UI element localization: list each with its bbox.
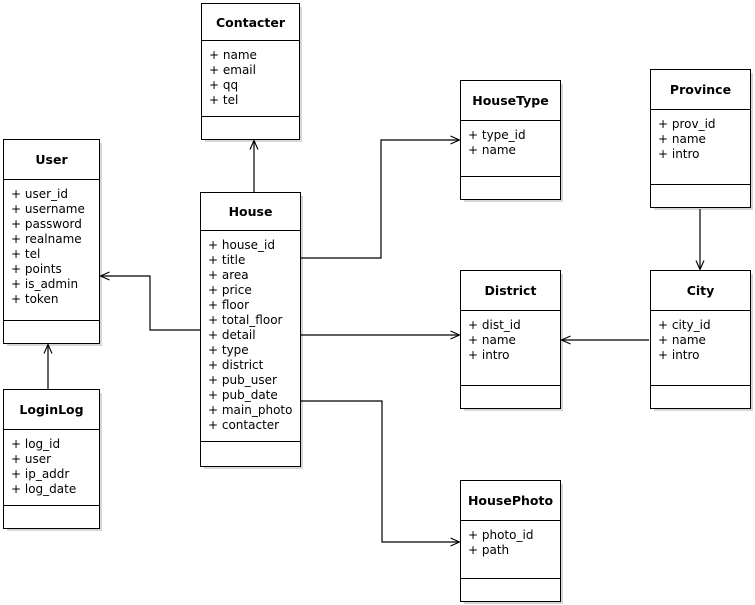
uml-class-housetype[interactable]: HouseType+ type_id+ name <box>460 80 561 200</box>
attribute-row: + detail <box>208 328 256 342</box>
uml-class-house[interactable]: House+ house_id+ title+ area+ price+ flo… <box>200 192 301 467</box>
attribute-row: + title <box>208 253 246 267</box>
operation-compartment-housetype <box>461 177 560 199</box>
operation-compartment-house <box>201 442 300 466</box>
class-name-user: User <box>4 140 99 180</box>
relationship-house-to-housetype[interactable] <box>301 135 461 259</box>
attribute-compartment-housetype: + type_id+ name <box>461 121 560 177</box>
attribute-row: + main_photo <box>208 403 293 417</box>
attribute-row: + realname <box>11 232 82 246</box>
attribute-row: + photo_id <box>468 528 534 542</box>
attribute-row: + token <box>11 292 59 306</box>
attribute-row: + district <box>208 358 264 372</box>
attribute-compartment-user: + user_id+ username+ password+ realname+… <box>4 180 99 321</box>
attribute-row: + log_id <box>11 437 61 451</box>
attribute-row: + prov_id <box>658 117 716 131</box>
class-name-district: District <box>461 271 560 311</box>
attribute-row: + password <box>11 217 82 231</box>
class-name-loginlog: LoginLog <box>4 390 99 430</box>
uml-class-province[interactable]: Province+ prov_id+ name+ intro <box>650 69 751 208</box>
attribute-row: + pub_date <box>208 388 278 402</box>
attribute-row: + price <box>208 283 252 297</box>
attribute-row: + name <box>658 333 706 347</box>
attribute-row: + intro <box>658 147 700 161</box>
class-name-city: City <box>651 271 750 311</box>
attribute-row: + contacter <box>208 418 280 432</box>
attribute-row: + house_id <box>208 238 276 252</box>
operation-compartment-province <box>651 185 750 207</box>
attribute-row: + user_id <box>11 187 68 201</box>
uml-class-housephoto[interactable]: HousePhoto+ photo_id+ path <box>460 480 561 602</box>
attribute-compartment-house: + house_id+ title+ area+ price+ floor+ t… <box>201 231 300 442</box>
operation-compartment-contacter <box>202 117 299 139</box>
attribute-row: + qq <box>209 78 239 92</box>
operation-compartment-housephoto <box>461 579 560 601</box>
attribute-row: + username <box>11 202 85 216</box>
attribute-row: + email <box>209 63 256 77</box>
attribute-row: + is_admin <box>11 277 79 291</box>
attribute-row: + ip_addr <box>11 467 70 481</box>
attribute-row: + tel <box>11 247 41 261</box>
attribute-compartment-loginlog: + log_id+ user+ ip_addr+ log_date <box>4 430 99 506</box>
operation-compartment-user <box>4 321 99 343</box>
relationship-edges <box>43 135 705 547</box>
uml-class-district[interactable]: District+ dist_id+ name+ intro <box>460 270 561 409</box>
attribute-row: + user <box>11 452 52 466</box>
attribute-row: + tel <box>209 93 239 107</box>
class-name-housetype: HouseType <box>461 81 560 121</box>
relationship-house-to-user[interactable] <box>99 271 200 331</box>
attribute-compartment-district: + dist_id+ name+ intro <box>461 311 560 386</box>
attribute-row: + city_id <box>658 318 711 332</box>
attribute-row: + intro <box>658 348 700 362</box>
attribute-compartment-contacter: + name+ email+ qq+ tel <box>202 41 299 117</box>
uml-class-contacter[interactable]: Contacter+ name+ email+ qq+ tel <box>201 3 300 140</box>
uml-class-user[interactable]: User+ user_id+ username+ password+ realn… <box>3 139 100 344</box>
operation-compartment-city <box>651 386 750 408</box>
attribute-row: + dist_id <box>468 318 521 332</box>
attribute-row: + pub_user <box>208 373 277 387</box>
class-name-housephoto: HousePhoto <box>461 481 560 521</box>
attribute-row: + path <box>468 543 510 557</box>
attribute-row: + type <box>208 343 249 357</box>
attribute-row: + total_floor <box>208 313 283 327</box>
attribute-row: + type_id <box>468 128 526 142</box>
attribute-compartment-housephoto: + photo_id+ path <box>461 521 560 579</box>
attribute-row: + intro <box>468 348 510 362</box>
attribute-row: + points <box>11 262 62 276</box>
attribute-compartment-city: + city_id+ name+ intro <box>651 311 750 386</box>
attribute-row: + area <box>208 268 249 282</box>
attribute-row: + log_date <box>11 482 77 496</box>
attribute-row: + floor <box>208 298 250 312</box>
class-name-province: Province <box>651 70 750 110</box>
relationship-house-to-housephoto[interactable] <box>301 400 461 547</box>
operation-compartment-loginlog <box>4 506 99 528</box>
attribute-compartment-province: + prov_id+ name+ intro <box>651 110 750 185</box>
uml-class-city[interactable]: City+ city_id+ name+ intro <box>650 270 751 409</box>
uml-class-loginlog[interactable]: LoginLog+ log_id+ user+ ip_addr+ log_dat… <box>3 389 100 529</box>
operation-compartment-district <box>461 386 560 408</box>
class-name-contacter: Contacter <box>202 4 299 41</box>
attribute-row: + name <box>468 143 516 157</box>
attribute-row: + name <box>658 132 706 146</box>
attribute-row: + name <box>209 48 257 62</box>
attribute-row: + name <box>468 333 516 347</box>
class-name-house: House <box>201 193 300 231</box>
